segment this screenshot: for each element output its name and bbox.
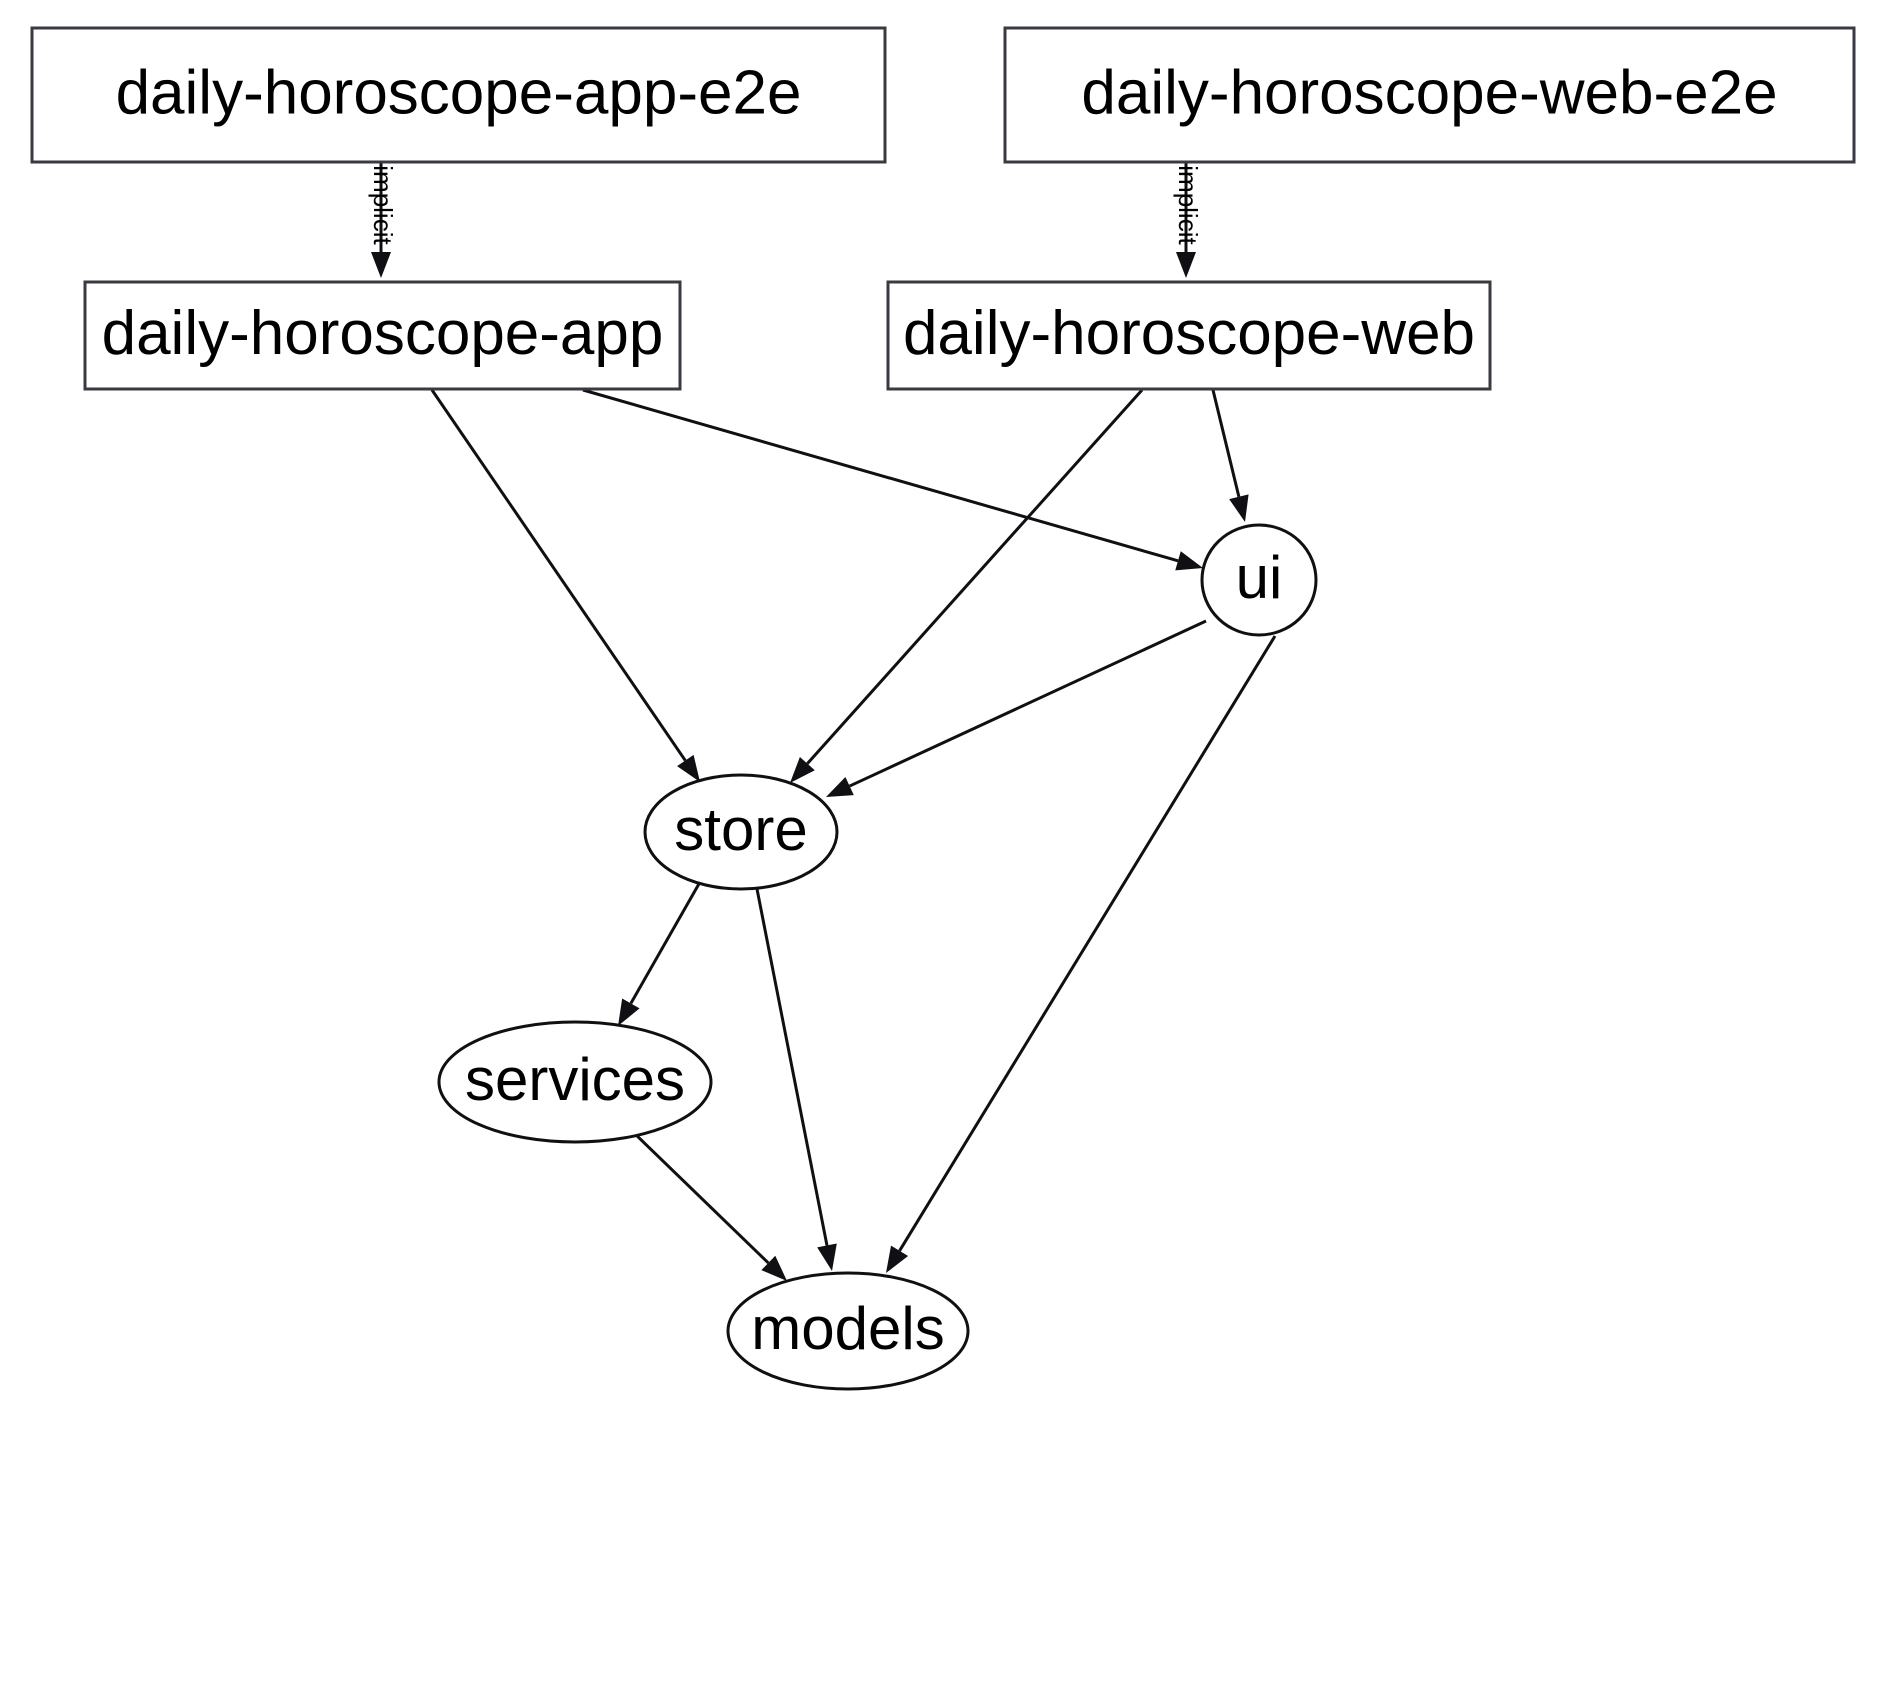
edge-arrowhead-icon <box>677 754 700 782</box>
graph-node-models[interactable]: models <box>726 1271 970 1391</box>
edge-arrowhead-icon <box>826 776 854 797</box>
node-label: models <box>751 1295 944 1362</box>
graph-node-services[interactable]: services <box>437 1020 713 1144</box>
node-shape-rect[interactable] <box>30 26 887 164</box>
edge-line <box>629 881 702 1005</box>
edge-arrowhead-icon <box>1175 551 1203 571</box>
edge-arrowhead-icon <box>1176 252 1196 278</box>
graph-node-store[interactable]: store <box>643 773 839 891</box>
graph-edge <box>632 1131 787 1281</box>
node-label: daily-horoscope-web-e2e <box>1081 58 1777 127</box>
edge-line <box>848 619 1207 788</box>
edge-arrowhead-icon <box>371 252 391 278</box>
node-label: ui <box>1236 544 1283 611</box>
edge-arrowhead-icon <box>790 756 815 783</box>
edge-arrowhead-icon <box>886 1245 909 1273</box>
graph-edge: implicit <box>1173 163 1203 278</box>
edge-line <box>755 888 829 1246</box>
node-shape-rect[interactable] <box>1003 26 1856 164</box>
graph-edge <box>618 881 702 1026</box>
graph-node-daily-horoscope-app-e2e[interactable]: daily-horoscope-app-e2e <box>30 26 887 164</box>
edge-label: implicit <box>1173 165 1203 245</box>
node-label: daily-horoscope-app <box>102 299 664 368</box>
edge-line <box>632 1131 770 1265</box>
edge-line <box>582 388 1179 563</box>
edge-label: implicit <box>368 165 398 245</box>
node-shape-ellipse[interactable] <box>726 1271 970 1391</box>
edge-line <box>806 388 1144 765</box>
graph-edge <box>430 389 700 782</box>
edge-arrowhead-icon <box>761 1255 787 1281</box>
node-label: services <box>465 1046 685 1113</box>
graph-node-daily-horoscope-web[interactable]: daily-horoscope-web <box>886 280 1492 391</box>
node-shape-rect[interactable] <box>83 280 682 391</box>
nodes-layer: daily-horoscope-app-e2e daily-horoscope-w… <box>30 26 1856 1391</box>
graph-edge <box>886 635 1277 1273</box>
graph-edge <box>1211 389 1249 522</box>
node-shape-ellipse[interactable] <box>643 773 839 891</box>
edges-layer: implicit implicit <box>368 163 1277 1281</box>
edge-line <box>898 635 1277 1252</box>
graph-node-ui[interactable]: ui <box>1200 523 1318 637</box>
graph-edge <box>790 388 1144 783</box>
node-label: store <box>674 796 807 863</box>
edge-line <box>1211 389 1241 498</box>
node-label: daily-horoscope-app-e2e <box>116 58 802 127</box>
graph-edge <box>755 888 837 1271</box>
graph-node-daily-horoscope-app[interactable]: daily-horoscope-app <box>83 280 682 391</box>
edge-arrowhead-icon <box>618 998 640 1026</box>
node-shape-ellipse[interactable] <box>1200 523 1318 637</box>
graph-edge <box>826 619 1207 797</box>
edge-line <box>430 389 687 762</box>
node-label: daily-horoscope-web <box>903 299 1475 368</box>
graph-node-daily-horoscope-web-e2e[interactable]: daily-horoscope-web-e2e <box>1003 26 1856 164</box>
edge-arrowhead-icon <box>1229 494 1249 522</box>
node-shape-ellipse[interactable] <box>437 1020 713 1144</box>
node-shape-rect[interactable] <box>886 280 1492 391</box>
graph-edge: implicit <box>368 163 398 278</box>
graph-edge <box>582 388 1203 571</box>
edge-arrowhead-icon <box>817 1243 837 1271</box>
